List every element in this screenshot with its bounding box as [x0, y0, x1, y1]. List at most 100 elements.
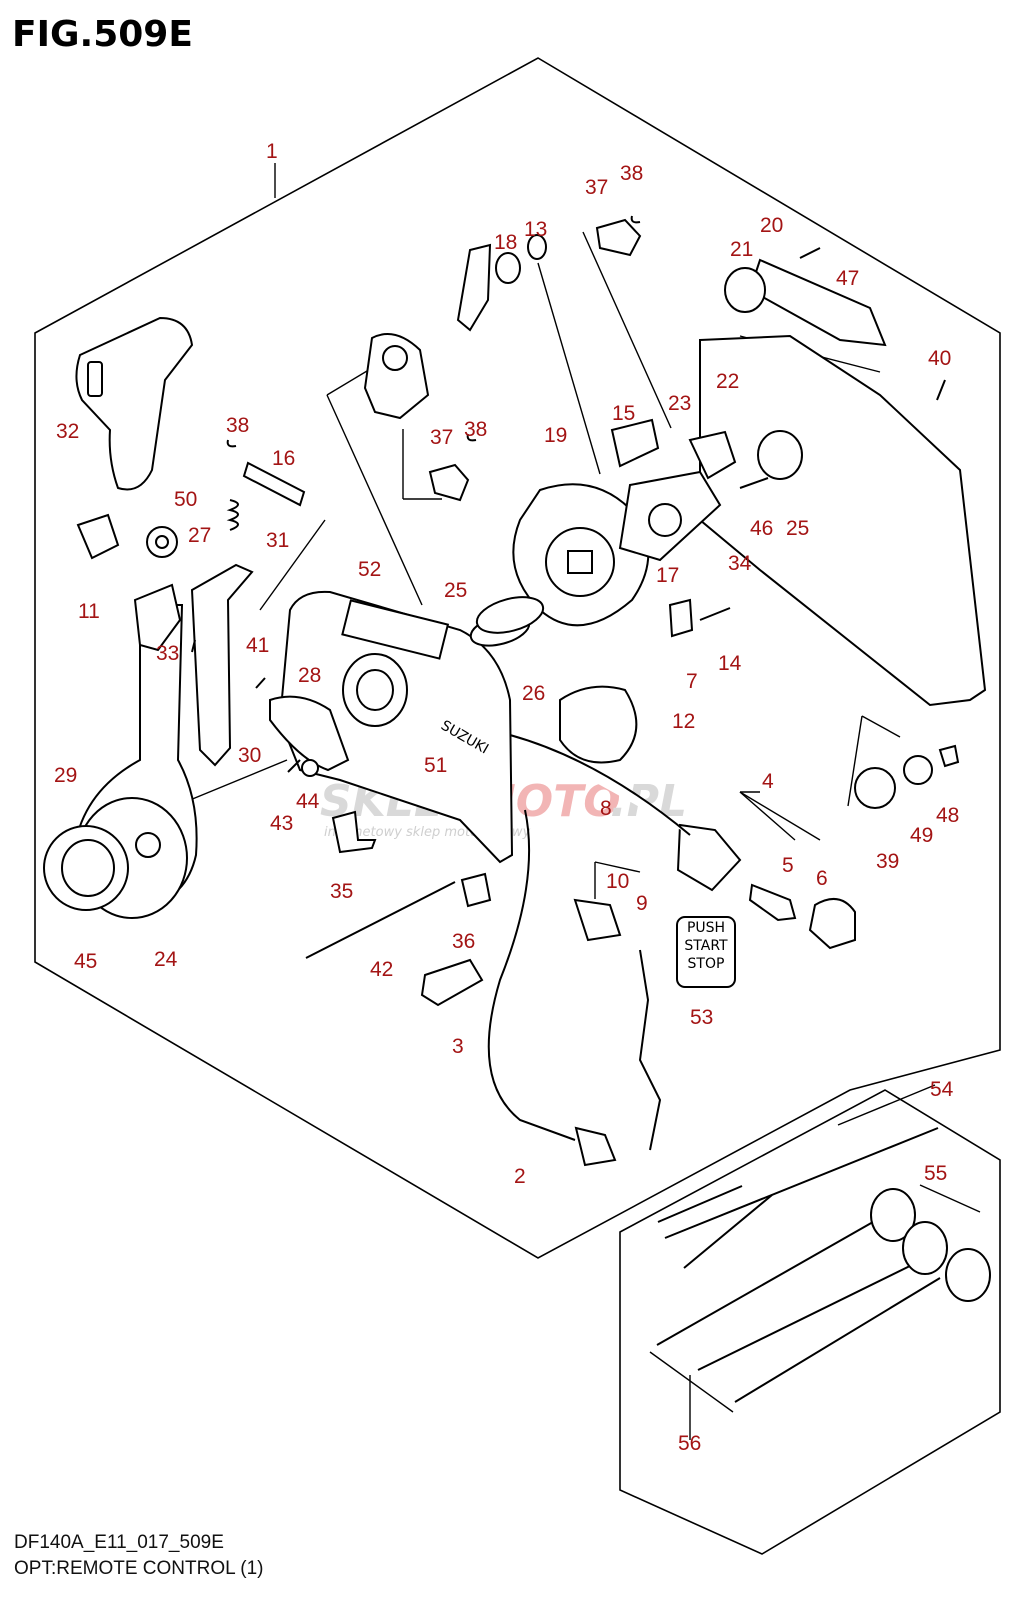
- callout-25a: 25: [444, 579, 467, 602]
- key-5: [748, 883, 797, 922]
- assembly-frame: [34, 57, 1001, 1259]
- screw-41: [255, 677, 266, 689]
- callout-41: 41: [246, 634, 269, 657]
- callouts: 1 2 3 4 5 6 7 8 9 10 11 12 13 14 15 16 1…: [54, 140, 959, 1455]
- tie-band-mid: [657, 1185, 743, 1223]
- callout-33: 33: [156, 642, 179, 665]
- lock-plate: [190, 563, 254, 767]
- bracket-37a: [595, 218, 642, 257]
- callout-9: 9: [636, 892, 648, 915]
- callout-51: 51: [424, 754, 447, 777]
- bracket-37b: [428, 463, 470, 502]
- watermark-brand-right: .PL: [610, 776, 687, 827]
- figure-title: FIG.509E: [12, 14, 193, 55]
- callout-14: 14: [718, 652, 742, 675]
- ring-38b: [466, 433, 477, 442]
- washer-49: [903, 755, 933, 785]
- plate-17-hole: [648, 503, 682, 537]
- callout-28: 28: [298, 664, 321, 687]
- start-stop-switch-53: [676, 916, 736, 988]
- callout-52: 52: [358, 558, 381, 581]
- buzzer-12: [559, 685, 638, 764]
- decal-push: PUSH: [687, 920, 725, 936]
- screw-42: [305, 881, 456, 959]
- arm-hub-bore: [135, 832, 161, 858]
- callout-27: 27: [188, 524, 211, 547]
- stopper-18: [456, 243, 492, 332]
- callout-37b: 37: [430, 426, 453, 449]
- key-cap-6: [808, 897, 856, 950]
- switch-bracket: [133, 583, 182, 652]
- callout-43: 43: [270, 812, 293, 835]
- callout-49: 49: [910, 824, 933, 847]
- callout-3: 3: [452, 1035, 464, 1058]
- callout-11: 11: [78, 600, 100, 623]
- figure-caption: OPT:REMOTE CONTROL (1): [14, 1558, 264, 1579]
- callout-5: 5: [782, 854, 794, 877]
- callout-13: 13: [524, 218, 547, 241]
- spacer-55c: [945, 1248, 991, 1302]
- handle-grip-window: [87, 361, 103, 397]
- panel-decal: [341, 599, 450, 660]
- callout-20: 20: [760, 214, 783, 237]
- callout-48: 48: [936, 804, 959, 827]
- ring-38a: [226, 439, 237, 448]
- side-cover: [699, 334, 987, 707]
- bracket-52: [363, 333, 430, 420]
- gear-23: [688, 430, 737, 480]
- callout-54: 54: [930, 1078, 954, 1101]
- callout-38b: 38: [464, 418, 487, 441]
- decal-stop: STOP: [688, 956, 725, 972]
- spacer-55a: [870, 1188, 916, 1242]
- callout-1: 1: [266, 140, 278, 163]
- callout-39: 39: [876, 850, 899, 873]
- callout-23: 23: [668, 392, 691, 415]
- callout-45: 45: [74, 950, 97, 973]
- tie-band-short: [683, 1194, 773, 1269]
- handle-grip: [75, 316, 194, 491]
- ring-38c: [630, 215, 641, 224]
- nut-48: [938, 744, 960, 768]
- callout-24: 24: [154, 948, 178, 971]
- washer-13: [527, 234, 547, 260]
- callout-8: 8: [600, 797, 612, 820]
- bolt-47: [799, 247, 821, 259]
- bushing-25b: [757, 430, 803, 480]
- bolt-33: [191, 639, 196, 653]
- callout-36: 36: [452, 930, 475, 953]
- spacer-55b: [902, 1221, 948, 1275]
- callout-53: 53: [690, 1006, 713, 1029]
- tie-band-long: [664, 1127, 939, 1239]
- parts: [43, 215, 991, 1403]
- callout-46: 46: [750, 517, 773, 540]
- housing-bore-inner: [356, 669, 394, 711]
- callout-16: 16: [272, 447, 295, 470]
- bracket-52-hole: [382, 345, 408, 371]
- figure-code: DF140A_E11_017_509E: [14, 1532, 224, 1553]
- kit-frame: [619, 1089, 1001, 1555]
- lanyard-8: [638, 949, 662, 1151]
- pin-16: [242, 461, 306, 507]
- cam-plate-square: [567, 550, 593, 574]
- callout-6: 6: [816, 867, 828, 890]
- callout-4: 4: [762, 770, 774, 793]
- callout-44: 44: [296, 790, 320, 813]
- bracket-15: [610, 418, 660, 468]
- callout-2: 2: [514, 1165, 526, 1188]
- callout-7: 7: [686, 670, 698, 693]
- bolt-46: [739, 477, 769, 489]
- bolt-40: [936, 379, 946, 401]
- callout-40: 40: [928, 347, 951, 370]
- connector-2: [574, 1126, 617, 1167]
- callout-42: 42: [370, 958, 393, 981]
- washer-26: [475, 596, 545, 634]
- grommet-39: [854, 767, 896, 809]
- washer-50-hole: [155, 535, 169, 549]
- spring-31: [226, 499, 239, 531]
- callout-10: 10: [606, 870, 629, 893]
- callout-25b: 25: [786, 517, 809, 540]
- callout-26: 26: [522, 682, 545, 705]
- callout-12: 12: [672, 710, 695, 733]
- callout-30: 30: [238, 744, 261, 767]
- clip-36: [460, 872, 492, 908]
